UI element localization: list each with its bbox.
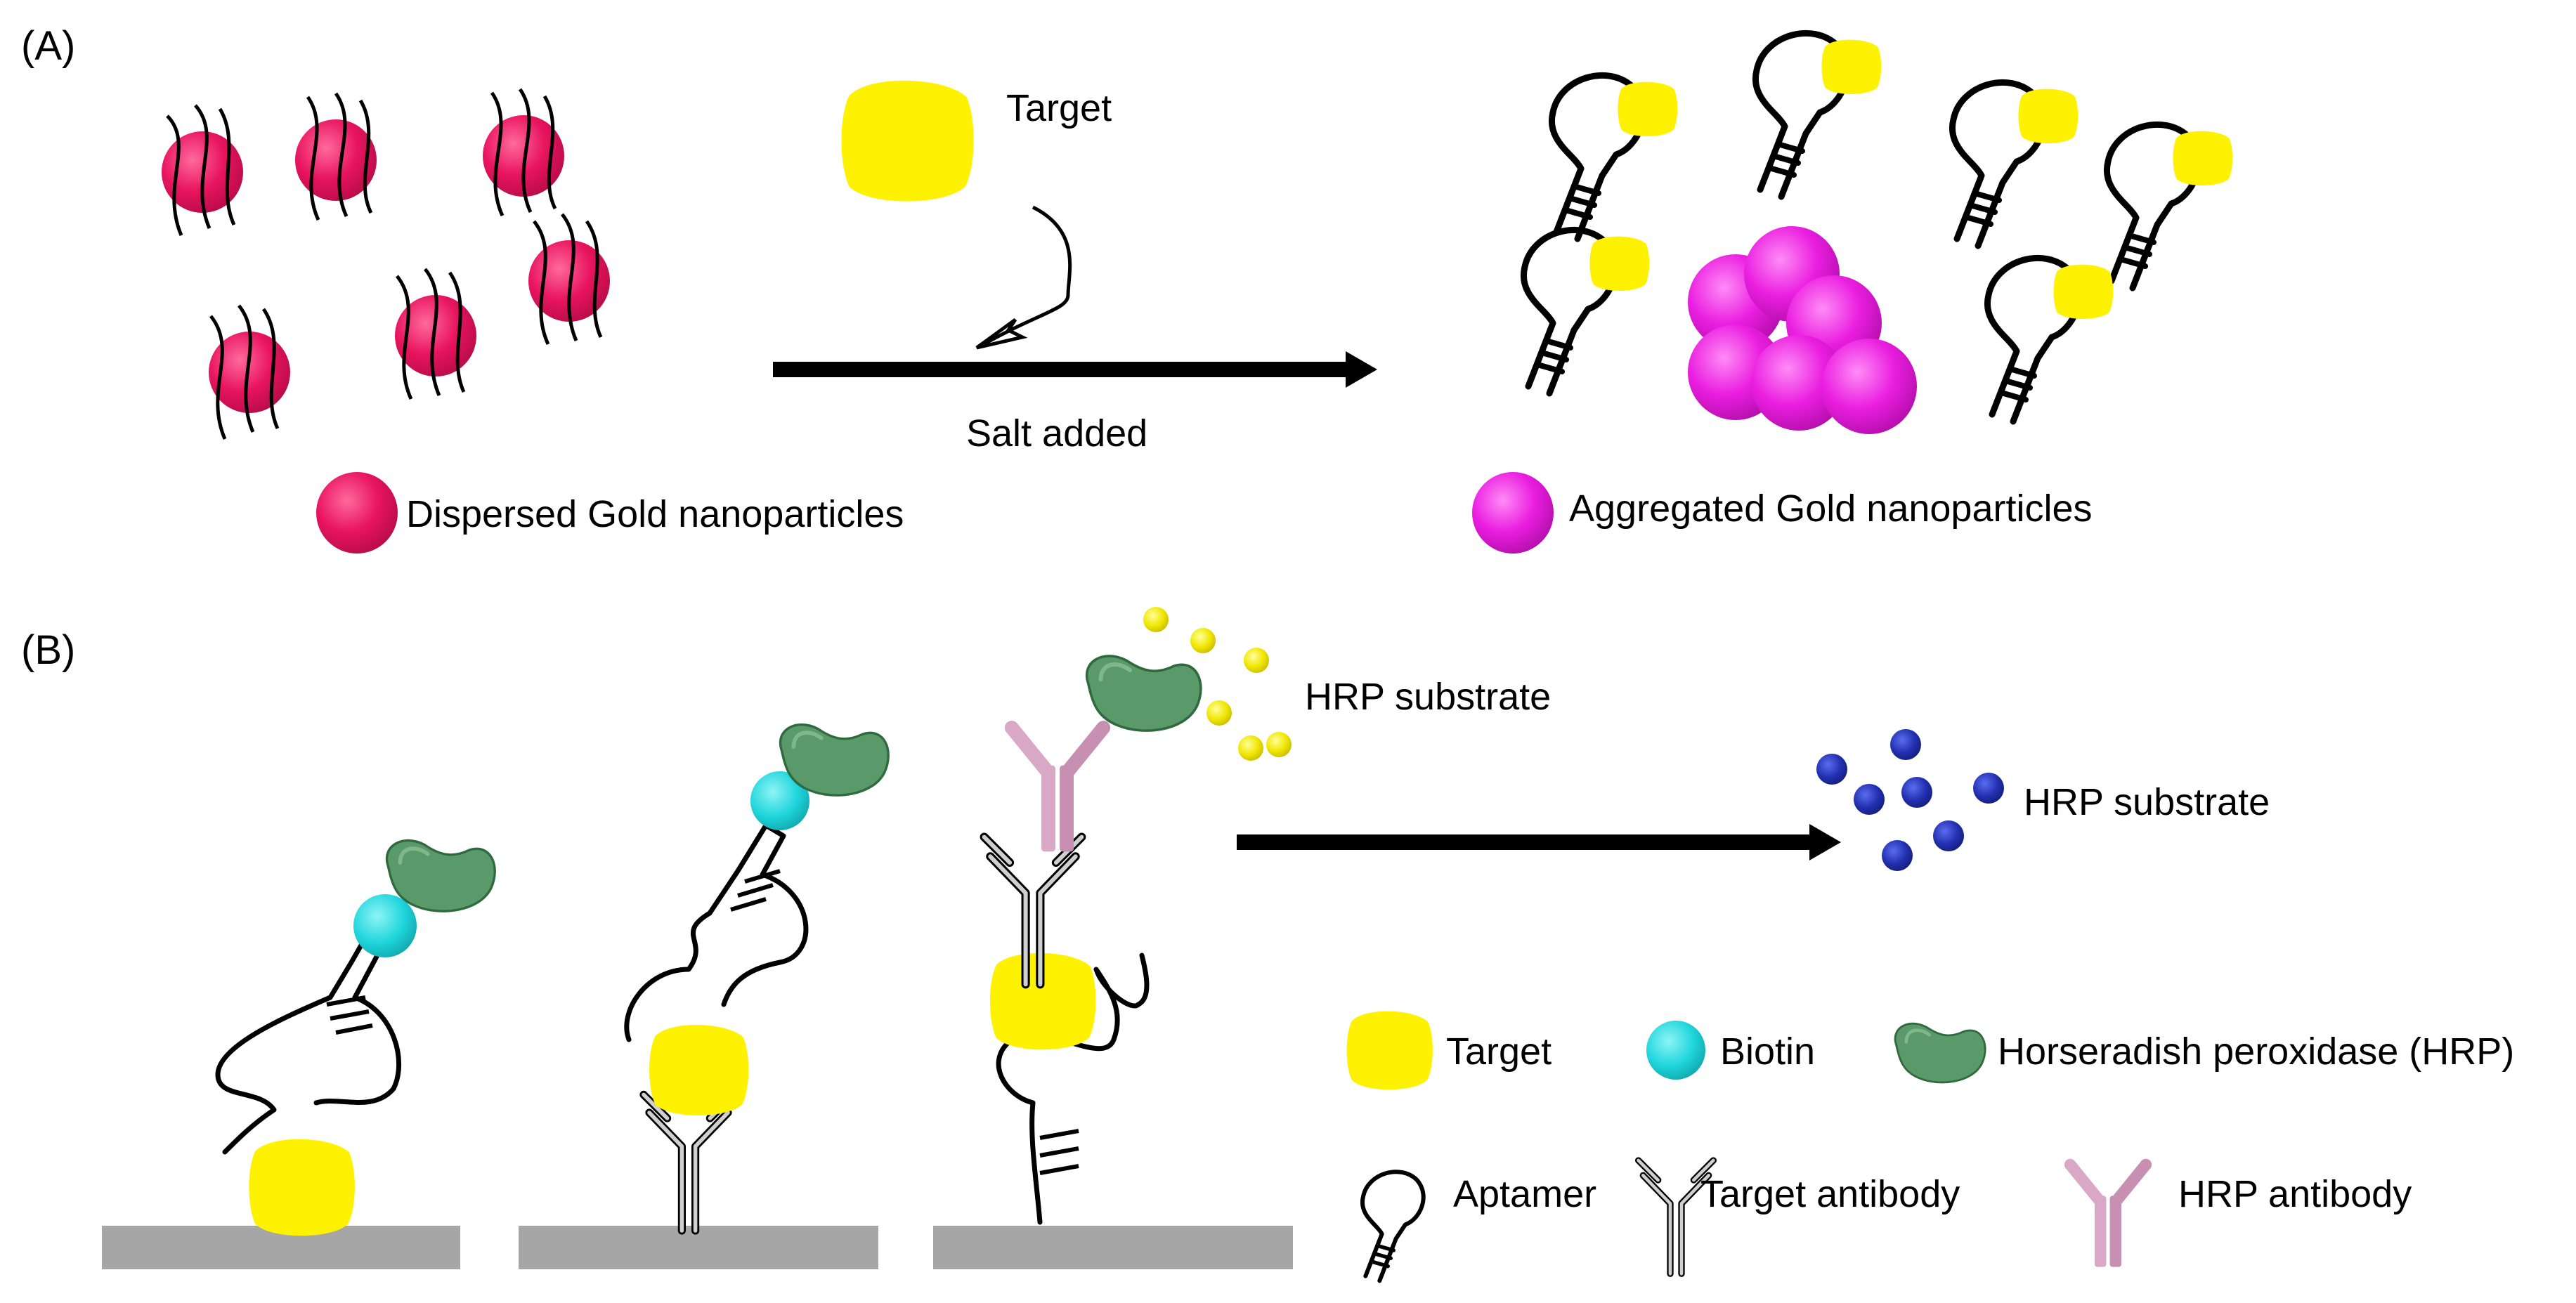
reaction-arrow-head: [1346, 351, 1377, 388]
aptamer-strand: [624, 823, 809, 1042]
legend: Target Biotin Horseradish peroxidase (HR…: [1346, 1011, 2514, 1281]
dispersed-gold-nanoparticle: [528, 213, 610, 346]
aggregated-legend-label: Aggregated Gold nanoparticles: [1569, 487, 2093, 530]
dispersed-nanoparticles: [162, 88, 610, 440]
dispersed-gold-nanoparticle: [395, 268, 476, 400]
aggregated-cluster: [1688, 226, 1917, 434]
legend-aptamer-label: Aptamer: [1453, 1173, 1596, 1215]
aptamer-target-complex: [2107, 124, 2233, 288]
target-label: Target: [1006, 87, 1112, 129]
legend-target-label: Target: [1446, 1030, 1552, 1073]
legend-target-antibody-label: Target antibody: [1700, 1173, 1960, 1215]
curly-arrow: [982, 205, 1072, 346]
aptamer-stem-bars: [730, 869, 781, 912]
legend-target-icon: [1346, 1011, 1433, 1090]
legend-hrp-antibody-icon: [2070, 1165, 2146, 1267]
dispersed-gold-nanoparticle: [162, 104, 243, 236]
aptamer-stem-bars: [1039, 1129, 1079, 1175]
panel-b: (B): [21, 607, 2514, 1281]
product-particle: [1816, 754, 1847, 785]
product-particle: [1933, 820, 1964, 851]
salt-label: Salt added: [966, 412, 1147, 454]
product-particle: [1973, 773, 2004, 804]
legend-hrp-antibody-label: HRP antibody: [2178, 1173, 2412, 1215]
dispersed-legend-label: Dispersed Gold nanoparticles: [406, 493, 904, 535]
hrp-enzyme: [1087, 656, 1201, 731]
surface-3: [933, 1226, 1293, 1269]
hrp-substrate-label-top: HRP substrate: [1305, 676, 1551, 718]
hrp-antibody: [1012, 728, 1103, 851]
panel-b-label: (B): [21, 627, 75, 673]
target-blob: [249, 1139, 355, 1236]
aptamer-target-complex: [1523, 230, 1650, 393]
substrate-particle: [1143, 607, 1169, 632]
dispersed-gold-nanoparticle: [483, 88, 564, 217]
aptamer-target-complex: [1755, 33, 1882, 197]
biotin: [750, 771, 809, 830]
panel-a-label: (A): [21, 23, 75, 69]
aptamer-strand: [215, 935, 401, 1155]
biotin: [353, 894, 417, 957]
assay-direct: [215, 841, 495, 1236]
product-particle: [1901, 777, 1932, 808]
curly-arrow-head: [975, 317, 1028, 350]
assay-sandwich-antibody: [984, 656, 1201, 1225]
aggregated-legend-icon: [1472, 472, 1554, 554]
legend-biotin-label: Biotin: [1720, 1030, 1815, 1073]
aptamer-target-complex: [1987, 258, 2114, 421]
hrp-substrate-label-product: HRP substrate: [2024, 781, 2270, 823]
substrate-particle: [1266, 732, 1292, 757]
hrp-substrate-particles: [1143, 607, 1292, 761]
panel-a: (A): [21, 23, 2233, 554]
target-blob: [649, 1025, 749, 1115]
dispersed-gold-nanoparticle: [295, 92, 377, 221]
legend-hrp-icon: [1895, 1023, 1985, 1082]
legend-aptamer-icon: [1362, 1172, 1424, 1281]
dispersed-legend-icon: [316, 472, 398, 554]
reaction-arrow-b-shaft: [1237, 834, 1813, 850]
product-particle: [1882, 840, 1913, 871]
substrate-particle: [1244, 648, 1269, 673]
aptamer-strand: [996, 952, 1150, 1225]
assay-sandwich-aptamer: [624, 725, 888, 1231]
substrate-particle: [1238, 735, 1263, 761]
dispersed-gold-nanoparticle: [209, 304, 290, 440]
aptamer-target-complex: [1952, 82, 2079, 246]
substrate-particle: [1206, 700, 1232, 726]
aptamer-stem-bars: [326, 995, 373, 1035]
legend-hrp-label: Horseradish peroxidase (HRP): [1998, 1030, 2514, 1073]
substrate-particle: [1190, 628, 1216, 653]
reaction-arrow-b-head: [1809, 824, 1841, 860]
legend-biotin-icon: [1646, 1021, 1705, 1080]
aptamer-target-complex: [1552, 75, 1678, 239]
product-particle: [1890, 729, 1921, 760]
hrp-product-particles: [1816, 729, 2004, 871]
reaction-arrow-shaft: [773, 362, 1349, 377]
target-blob: [841, 80, 974, 202]
product-particle: [1854, 784, 1885, 815]
